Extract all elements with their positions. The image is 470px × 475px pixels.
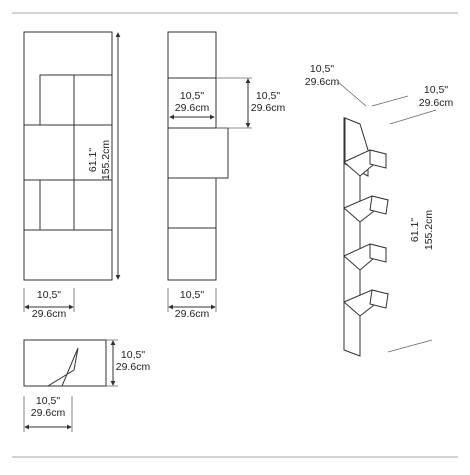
front-width-in: 10,5" — [37, 289, 61, 301]
iso-width-in: 10,5" — [424, 84, 448, 96]
side-inner-in: 10,5" — [180, 90, 204, 102]
isometric-view: 10,5" 29.6cm 10,5" 29.6cm 61.1" 155.2cm — [305, 63, 454, 357]
top-width-in: 10,5" — [36, 395, 60, 407]
front-shelf-1 — [39, 74, 113, 126]
front-shelf-2 — [23, 124, 75, 181]
top-view: 10,5" 29.6cm 10,5" 29.6cm — [23, 339, 151, 432]
front-shelf-3 — [39, 179, 113, 231]
front-height-in: 61.1" — [87, 148, 99, 172]
front-height-cm: 155.2cm — [100, 140, 112, 181]
side-shelf-in: 10,5" — [256, 90, 280, 102]
iso-depth-in: 10,5" — [310, 63, 334, 75]
side-shelf-cm: 29.6cm — [251, 102, 286, 114]
top-shelf-fold — [46, 347, 79, 387]
iso-base-line — [387, 339, 433, 353]
iso-height-in: 61.1" — [409, 218, 421, 242]
iso-depth-line — [337, 81, 367, 107]
front-view: 61.1" 155.2cm 10,5" 29.6cm — [23, 31, 121, 320]
side-view: 10,5" 29.6cm 10,5" 29.6cm 10,5" 29.6cm — [167, 31, 286, 320]
side-shelf-2 — [167, 127, 229, 179]
iso-depth-cm: 29.6cm — [305, 76, 340, 88]
side-shelf-1 — [167, 77, 217, 129]
iso-width-line — [389, 109, 437, 125]
side-width-cm: 29.6cm — [175, 308, 210, 320]
iso-height-cm: 155.2cm — [423, 210, 435, 251]
front-width-cm: 29.6cm — [32, 308, 67, 320]
side-shelf-3 — [167, 177, 217, 229]
iso-width-cm: 29.6cm — [419, 97, 454, 109]
top-depth-in: 10,5" — [121, 349, 145, 361]
top-width-cm: 29.6cm — [31, 407, 66, 419]
top-depth-cm: 29.6cm — [116, 361, 151, 373]
side-inner-cm: 29.6cm — [175, 102, 210, 114]
side-width-in: 10,5" — [180, 289, 204, 301]
